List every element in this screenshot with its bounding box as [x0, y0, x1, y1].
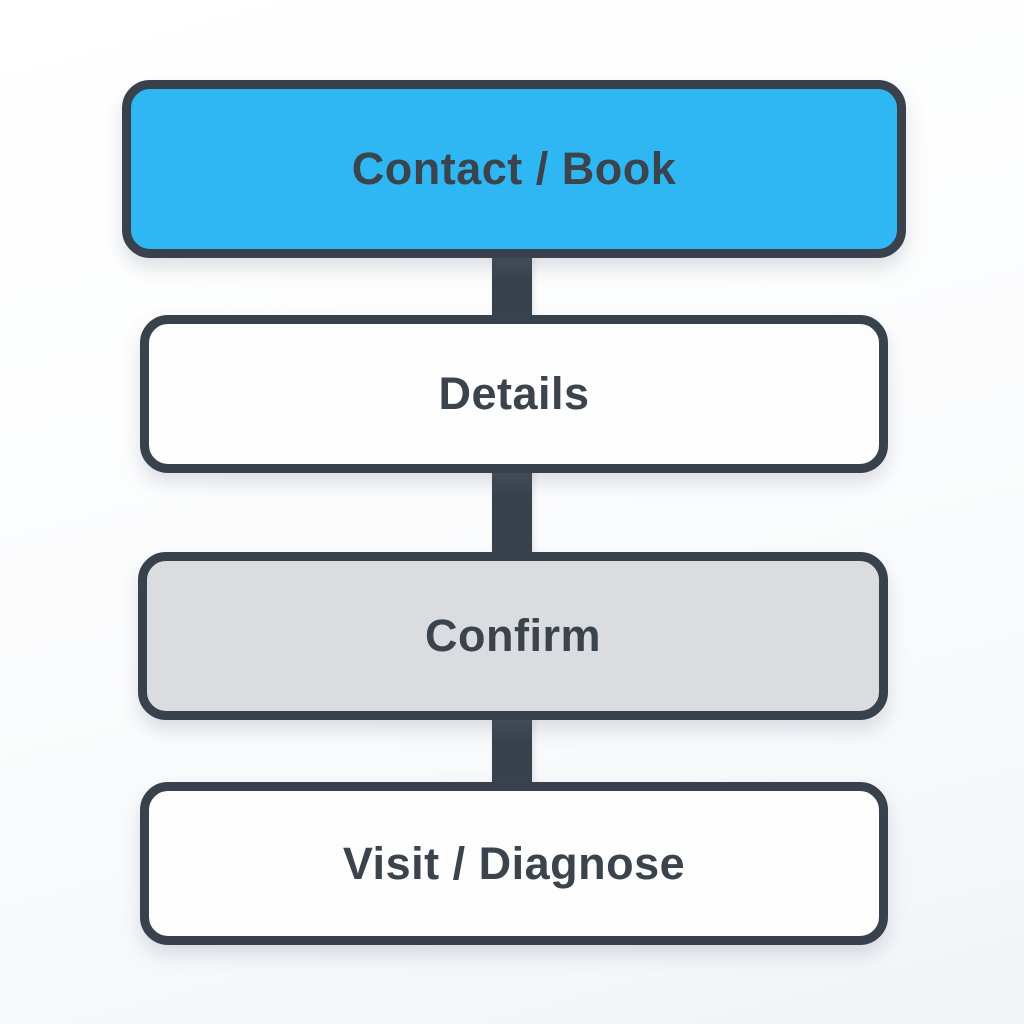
flow-step-visit-diagnose: Visit / Diagnose [140, 782, 888, 945]
flow-step-contact-book: Contact / Book [122, 80, 906, 258]
flow-step-contact-book-label: Contact / Book [351, 143, 677, 194]
flow-step-confirm-label: Confirm [425, 610, 601, 661]
flow-step-details: Details [140, 315, 888, 473]
flow-step-details-label: Details [438, 368, 590, 419]
flow-step-confirm: Confirm [138, 552, 888, 720]
flow-step-visit-diagnose-label: Visit / Diagnose [342, 837, 686, 889]
